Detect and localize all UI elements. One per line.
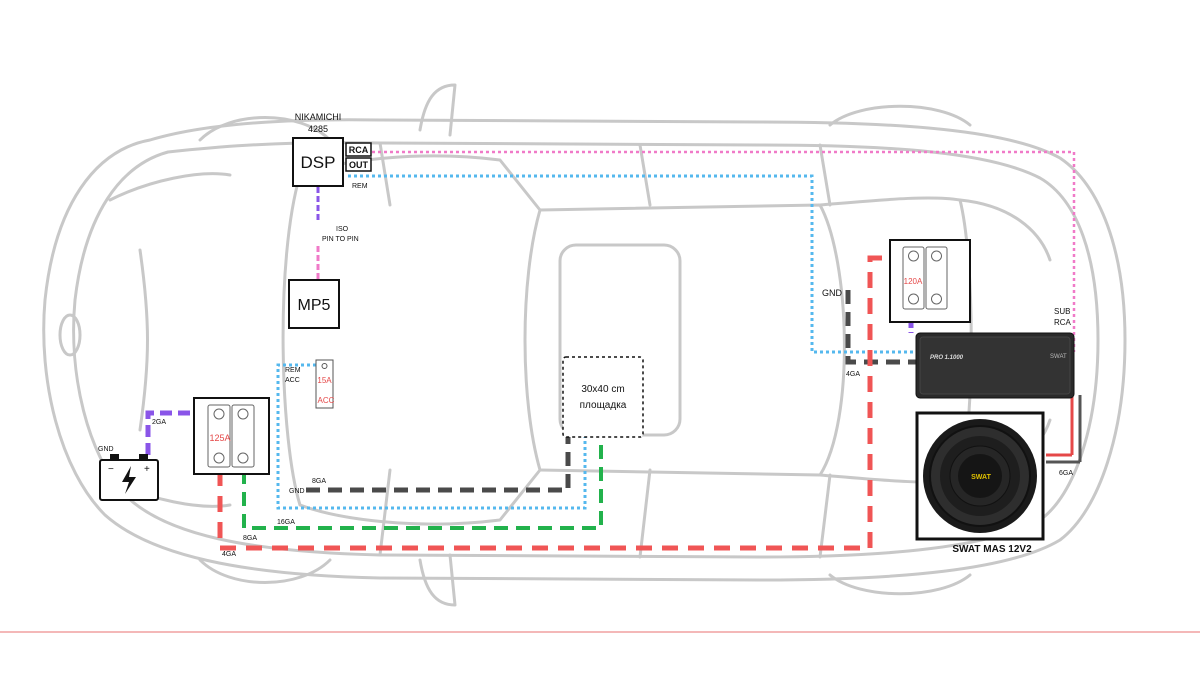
acc-label: ACC	[285, 377, 300, 384]
mp5-label: MP5	[298, 297, 331, 314]
remote-wire-bottom	[276, 363, 587, 510]
rca-label: RCA	[349, 145, 369, 155]
platform-word: площадка	[580, 400, 627, 411]
lightning-icon	[122, 466, 136, 494]
ga-8-lower-label: 8GA	[243, 535, 257, 542]
ga-4-amp-label: 4GA	[846, 371, 860, 378]
rem-top-label: REM	[352, 183, 368, 190]
ga-4-label: 4GA	[222, 551, 236, 558]
platform-size: 30x40 cm	[581, 384, 624, 395]
acc-fuse: 15A ACC	[315, 359, 335, 409]
acc-wire-16ga	[242, 435, 603, 530]
amp-model: PRO 1.1000	[930, 355, 964, 361]
subwoofer-name: SWAT MAS 12V2	[952, 544, 1032, 555]
ga-8-label: 8GA	[312, 478, 326, 485]
iso-label: ISO	[336, 226, 349, 233]
head-unit-brand: NIKAMICHI	[295, 112, 342, 122]
battery-power-wire	[145, 410, 194, 455]
out-label: OUT	[349, 160, 369, 170]
main-fuse-rating: 125A	[209, 433, 230, 443]
acc-fuse-rating: 15A	[317, 376, 332, 385]
ground-wire-amp	[845, 290, 916, 365]
battery: − +	[99, 454, 159, 501]
amp-fuse-rating: 120A	[904, 277, 923, 286]
battery-gnd-label: GND	[98, 446, 114, 453]
ga-6-label: 6GA	[1059, 470, 1073, 477]
ga-2-label: 2GA	[152, 419, 166, 426]
gnd-8ga-label: GND	[289, 488, 305, 495]
mp5-unit: MP5	[288, 279, 340, 329]
main-fuse-block: 125A	[193, 397, 270, 475]
rca-sub-label: RCA	[1054, 318, 1072, 327]
ground-wire-8ga	[306, 435, 571, 493]
subwoofer: SWAT	[915, 411, 1045, 541]
acc-fuse-label: ACC	[318, 396, 335, 405]
battery-plus: +	[144, 464, 150, 475]
rem-label: REM	[285, 367, 301, 374]
battery-minus: −	[108, 464, 114, 475]
amp-brand: SWAT	[1050, 354, 1067, 360]
pin-to-pin-label: PIN TO PIN	[322, 236, 359, 243]
ga-16-label: 16GA	[277, 519, 295, 526]
amp-fuse-block: 120A	[889, 239, 971, 323]
dsp-unit: DSP RCA OUT	[292, 137, 372, 187]
remote-wire-top	[348, 174, 916, 354]
dsp-label: DSP	[301, 153, 336, 172]
rca-signal-wire	[348, 150, 1076, 352]
head-unit-model: 4285	[308, 124, 328, 134]
gnd-amp-label: GND	[822, 288, 843, 298]
platform-box: 30x40 cm площадка	[562, 356, 644, 438]
sub-label: SUB	[1054, 307, 1070, 316]
amplifier: PRO 1.1000 SWAT	[915, 332, 1075, 399]
speaker-brand: SWAT	[971, 474, 991, 481]
